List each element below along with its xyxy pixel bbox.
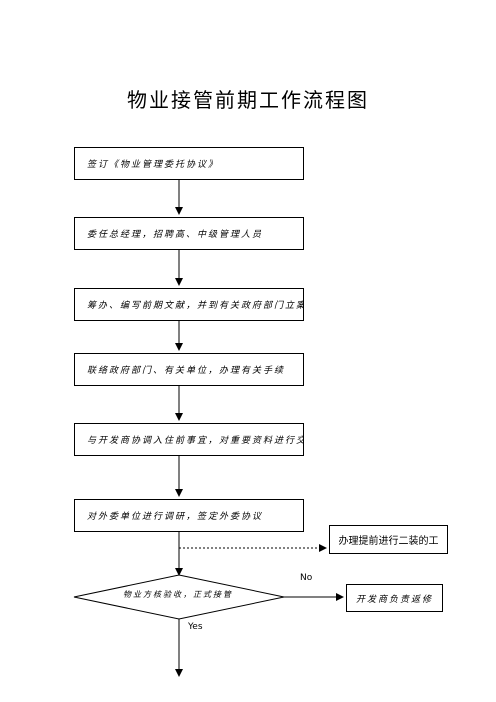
decision-label: 物业方核验收，正式接管 [123, 590, 233, 599]
step-box-3: 筹办、编写前期文献，并到有关政府部门立案 [74, 288, 304, 321]
step-box-4: 联络政府部门、有关单位，办理有关手续 [74, 353, 304, 386]
step-box-6: 对外委单位进行调研，签定外委协议 [74, 499, 304, 532]
page-title: 物业接管前期工作流程图 [127, 88, 369, 112]
branch-no-label: No [300, 573, 313, 583]
branch-yes-label: Yes [188, 622, 203, 632]
side-task-box: 办理提前进行二装的工 [329, 525, 448, 554]
step-box-5: 与开发商协调入住前事宜，对重要资料进行交接 [74, 423, 304, 456]
step-box-2: 委任总经理，招聘高、中级管理人员 [74, 217, 304, 250]
no-result-box: 开发商负责返修 [346, 584, 443, 612]
step-box-1: 签订《物业管理委托协议》 [74, 147, 304, 180]
